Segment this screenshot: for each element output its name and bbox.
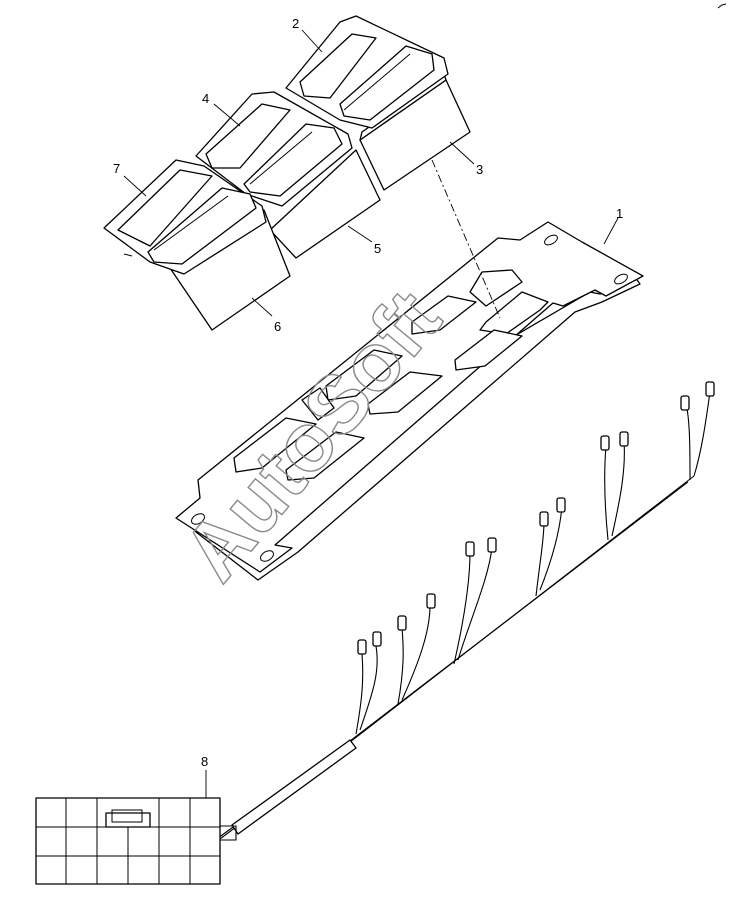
callout-7: 7 <box>113 161 120 176</box>
rocker-switch-pair-6 <box>103 159 291 331</box>
wiring-harness <box>215 381 715 843</box>
callout-4: 4 <box>202 91 209 106</box>
alignment-centerline <box>431 159 501 319</box>
callout-leaders <box>123 29 619 798</box>
rocker-switch-pair-5 <box>195 91 381 259</box>
callout-5: 5 <box>374 241 381 256</box>
mounting-bracket <box>175 221 644 581</box>
harness-connector <box>35 797 237 885</box>
corner-mark <box>717 3 727 9</box>
callout-2: 2 <box>292 16 299 31</box>
callout-8: 8 <box>201 754 208 769</box>
callout-1: 1 <box>616 206 623 221</box>
rocker-switch-pair-3 <box>285 15 471 191</box>
callout-3: 3 <box>476 162 483 177</box>
callout-6: 6 <box>274 319 281 334</box>
